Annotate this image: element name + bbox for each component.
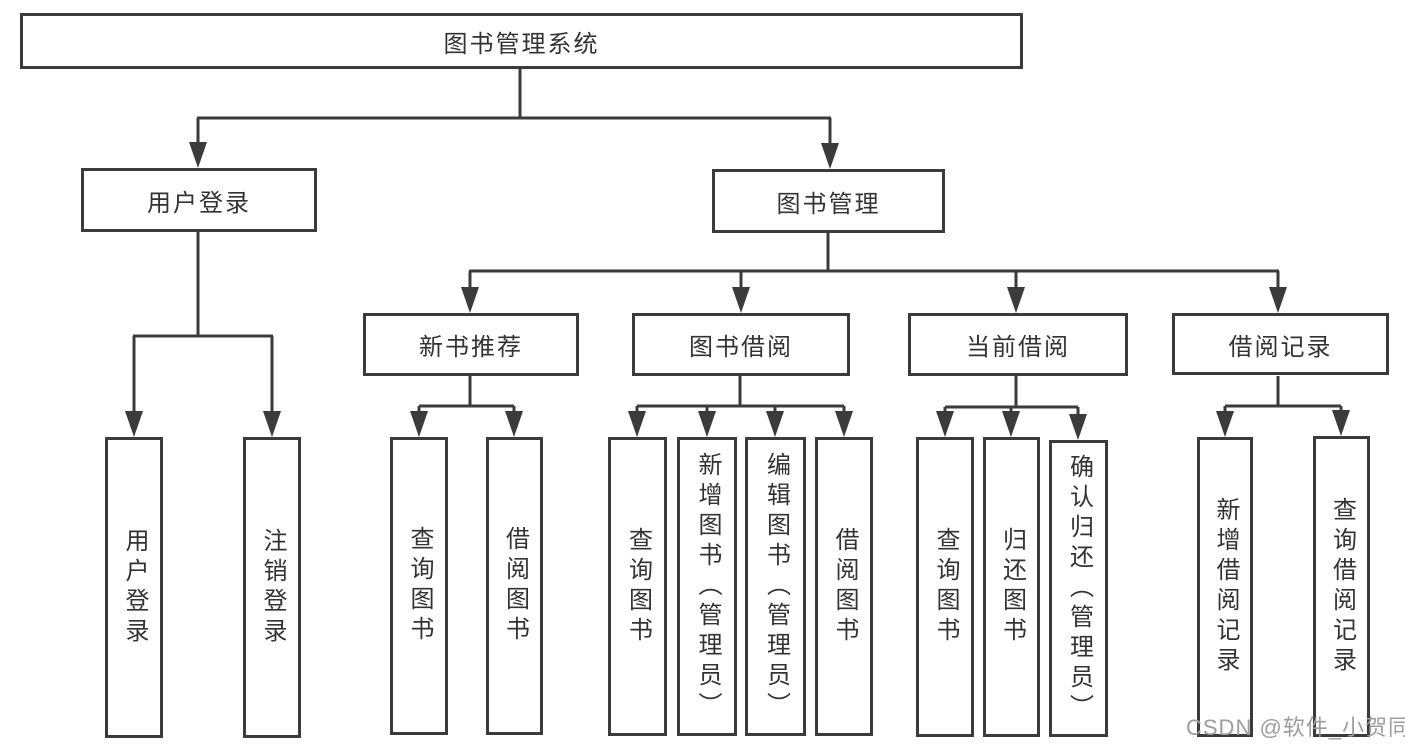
node-current-borrow-label: 当前借阅 — [966, 334, 1070, 361]
node-root: 图书管理系统 — [20, 13, 1023, 69]
leaf-cb-query-book: 查询图书 — [916, 437, 974, 737]
leaf-cb-return-book: 归还图书 — [983, 437, 1040, 737]
leaf-nbr-borrow-book: 借阅图书 — [486, 437, 543, 735]
leaf-cb-return-book-label: 归还图书 — [998, 527, 1026, 647]
leaf-bb-add-book-admin-label: 新增图书（管理员） — [694, 451, 721, 722]
node-book-borrow-label: 图书借阅 — [689, 334, 793, 361]
leaf-br-add-record-label: 新增借阅记录 — [1212, 497, 1239, 677]
leaf-bb-query-book: 查询图书 — [608, 437, 667, 736]
watermark: CSDN @软件_小贺同学 — [1186, 715, 1405, 740]
leaf-nbr-query-book-label: 查询图书 — [406, 526, 433, 646]
leaf-nbr-borrow-book-label: 借阅图书 — [501, 526, 529, 646]
leaf-br-query-record-label: 查询借阅记录 — [1328, 496, 1356, 677]
node-borrow-records-label: 借阅记录 — [1228, 333, 1333, 361]
leaf-cb-confirm-return-admin-label: 确认归还（管理员） — [1065, 453, 1093, 724]
leaf-user-login: 用户登录 — [105, 437, 163, 738]
node-book-management: 图书管理 — [712, 169, 945, 233]
node-new-book-recommend: 新书推荐 — [363, 313, 579, 376]
node-new-book-recommend-label: 新书推荐 — [419, 334, 523, 361]
leaf-bb-borrow-book: 借阅图书 — [815, 437, 873, 736]
leaf-bb-edit-book-admin-label: 编辑图书（管理员） — [762, 451, 790, 722]
leaf-br-query-record: 查询借阅记录 — [1313, 436, 1370, 737]
node-root-label: 图书管理系统 — [443, 30, 600, 58]
leaf-nbr-query-book: 查询图书 — [390, 437, 448, 735]
leaf-bb-query-book-label: 查询图书 — [624, 526, 652, 647]
leaf-bb-add-book-admin: 新增图书（管理员） — [677, 437, 737, 736]
node-book-borrow: 图书借阅 — [632, 313, 850, 376]
leaf-bb-edit-book-admin: 编辑图书（管理员） — [745, 437, 806, 736]
leaf-user-login-label: 用户登录 — [121, 527, 148, 648]
node-user-login: 用户登录 — [81, 168, 317, 232]
leaf-br-add-record: 新增借阅记录 — [1197, 437, 1253, 737]
leaf-logout-label: 注销登录 — [259, 527, 286, 648]
leaf-cb-confirm-return-admin: 确认归还（管理员） — [1049, 440, 1108, 737]
node-user-login-label: 用户登录 — [147, 189, 251, 217]
node-current-borrow: 当前借阅 — [908, 313, 1128, 376]
node-borrow-records: 借阅记录 — [1172, 313, 1389, 375]
leaf-cb-query-book-label: 查询图书 — [932, 527, 959, 647]
leaf-bb-borrow-book-label: 借阅图书 — [831, 526, 858, 647]
leaf-logout: 注销登录 — [243, 437, 301, 738]
node-book-management-label: 图书管理 — [776, 190, 881, 218]
